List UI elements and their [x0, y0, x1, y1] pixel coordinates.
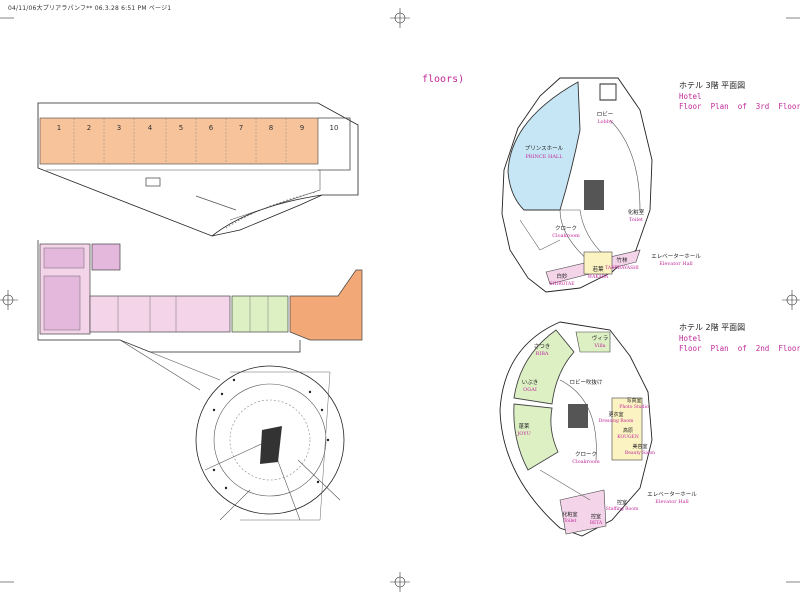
toilet-label-jp: 化粧室 [562, 511, 577, 518]
room-label-en: RIBA [535, 351, 548, 357]
room-number: 1 [57, 124, 61, 132]
floors-label: floors) [422, 74, 465, 85]
room-label-jp: 竹林 [616, 256, 628, 264]
second-floor-title-en-2: Floor Plan of 2nd Floor [679, 344, 800, 353]
left-wing-lower [37, 240, 363, 391]
cloak-label-jp: クローク [555, 225, 577, 232]
elevator-label-jp: エレベーターホール [651, 252, 701, 260]
elevator-label-en: Elevator Hall [659, 261, 693, 267]
registration-marks [0, 8, 800, 592]
room-label-en: BETA [590, 520, 603, 526]
third-floor-title-en-2: Floor Plan of 3rd Floor [679, 102, 800, 111]
lobby-label-en: Lobby [597, 119, 613, 125]
elevator-label-en: Elevator Hall [655, 499, 689, 505]
room-label-jp: 若葉 [592, 265, 604, 273]
room-number: 9 [300, 124, 304, 132]
room-label-en: SHIROTAE [549, 281, 574, 287]
print-header: 04/11/06大プリアラパンフ** 06.3.28 6:51 PM ページ1 [8, 5, 172, 12]
toilet-label-en: Toilet [564, 518, 577, 524]
toilet-label-jp: 化粧室 [628, 208, 645, 216]
third-floor-title-jp: ホテル 3階 平面図 [679, 81, 746, 90]
room-label-jp: 高原 [623, 427, 633, 434]
room-label-jp: 美容室 [632, 443, 647, 450]
room-label-en: KOUGEN [617, 434, 639, 440]
room-number: 10 [330, 124, 339, 132]
second-floor-plan [499, 321, 653, 537]
room-label-en: Staffing Room [606, 506, 639, 512]
toilet-label-en: Toilet [629, 217, 643, 223]
lobby-label-jp: ロビー [597, 110, 614, 118]
room-label-jp: さつき [534, 343, 551, 350]
second-floor-title-jp: ホテル 2階 平面図 [679, 323, 746, 332]
room-numbers-upper: 1 2 3 4 5 6 7 8 9 10 [57, 124, 339, 132]
room-label-jp: ヴィラ [592, 334, 609, 342]
room-label-en: Photo Studio [619, 404, 649, 410]
third-floor-labels: ロビー Lobby プリンスホール PRINCE HALL 化粧室 Toilet… [525, 110, 701, 287]
room-number: 2 [87, 124, 91, 132]
room-label-jp: 更衣室 [608, 411, 623, 418]
third-floor-plan [501, 77, 653, 293]
room-label-en: OGAI [523, 387, 537, 393]
room-label-en: Beauty Salon [625, 450, 655, 456]
hall-label-jp: プリンスホール [525, 145, 564, 152]
hall-label-en: PRINCE HALL [525, 154, 563, 160]
room-label-jp: 蓬莱 [518, 422, 530, 430]
room-label-en: TAKEBAYASHI [605, 265, 639, 271]
room-number: 6 [209, 124, 214, 132]
second-floor-title-en-1: Hotel [679, 334, 702, 343]
cloak-label-jp: クローク [575, 451, 597, 458]
cloak-label-en: Cloakroom [552, 233, 580, 239]
left-circular-plan [195, 365, 345, 521]
third-floor-title-en-1: Hotel [679, 92, 702, 101]
room-label-en: Dressing Room [599, 418, 634, 424]
room-number: 5 [179, 124, 183, 132]
room-label-en: JOYU [516, 431, 531, 437]
room-number: 7 [239, 124, 243, 132]
room-label-jp: 控室 [617, 499, 627, 506]
room-label-en: WAKABA [588, 274, 609, 280]
room-number: 4 [148, 124, 153, 132]
room-label-en: Villa [593, 343, 605, 349]
cloak-label-en: Cloakroom [572, 459, 600, 465]
room-number: 8 [269, 124, 273, 132]
elevator-label-jp: エレベーターホール [647, 490, 697, 498]
room-label-jp: 写真室 [626, 397, 641, 404]
room-label-jp: 控室 [591, 513, 601, 520]
room-number: 3 [117, 124, 121, 132]
room-label-jp: いぶき [522, 379, 539, 386]
lobby-void-label: ロビー吹抜け [569, 378, 603, 386]
left-wing-upper [37, 102, 359, 237]
room-label-jp: 白妙 [556, 272, 568, 280]
second-floor-labels: さつき RIBA ヴィラ Villa いぶき OGAI 蓬莱 JOYU ロビー吹… [516, 334, 697, 526]
